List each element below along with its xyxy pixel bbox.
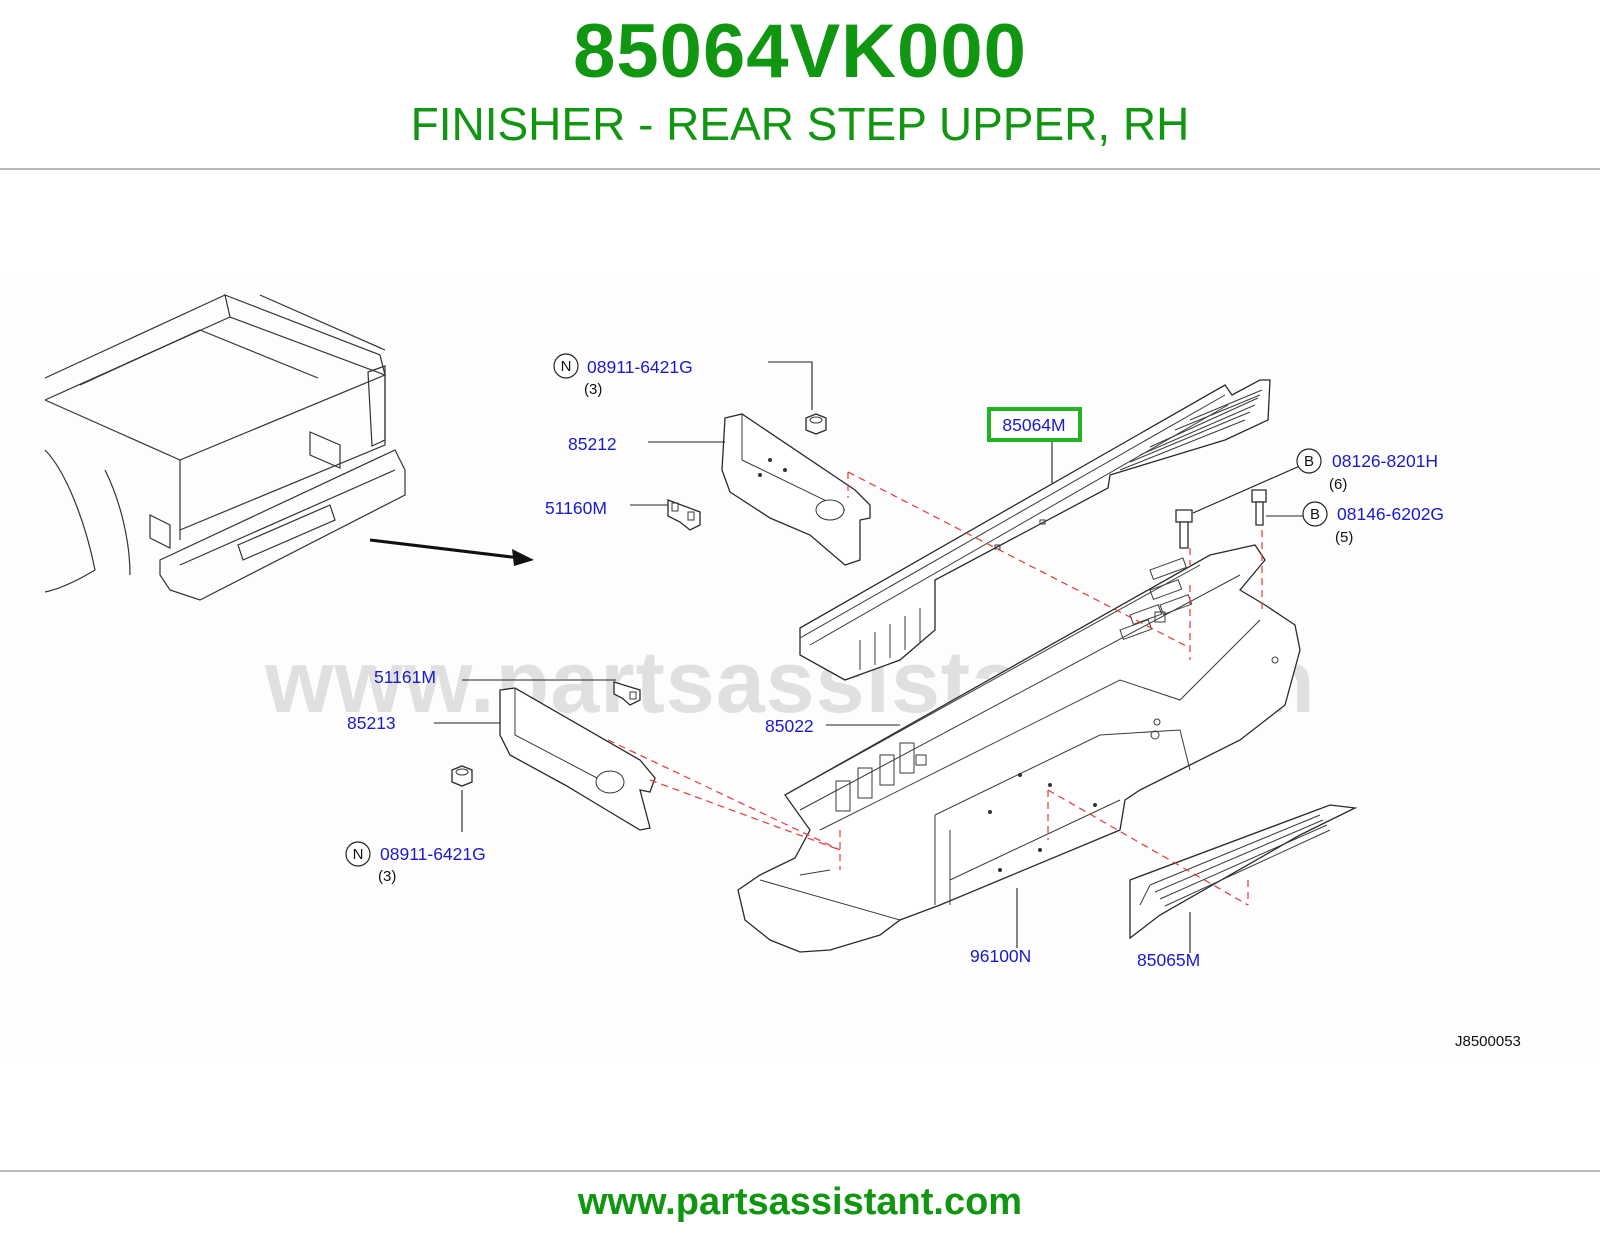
callout-code[interactable]: 08911-6421G <box>587 357 693 377</box>
bolt-08126-shape <box>1175 509 1193 549</box>
callout-bolt-b-5[interactable]: B 08146-6202G (5) <box>1302 501 1444 546</box>
callout-85064m-highlighted[interactable]: 85064M <box>987 407 1082 442</box>
highlight-box <box>987 407 1082 442</box>
callout-code[interactable]: 08911-6421G <box>380 844 486 864</box>
direction-arrow <box>369 538 534 566</box>
callout-85065m[interactable]: 85065M <box>1137 950 1200 970</box>
b-circle-icon <box>1302 501 1328 527</box>
finisher-85065m-shape <box>1129 804 1358 940</box>
leader-lines <box>434 361 1303 953</box>
callout-qty: (6) <box>1329 476 1347 493</box>
nut-top-shape <box>805 413 827 435</box>
callout-bolt-n-bottom[interactable]: N 08911-6421G (3) <box>345 841 486 885</box>
diagram-code: J8500053 <box>1455 1033 1521 1050</box>
bracket-85213-shape <box>499 687 656 831</box>
callout-85022[interactable]: 85022 <box>765 716 814 736</box>
bracket-85212-shape <box>721 413 871 566</box>
callout-51160m[interactable]: 51160M <box>545 498 607 518</box>
nut-bottom-shape <box>451 765 473 787</box>
footer-website-link[interactable]: www.partsassistant.com <box>577 1181 1023 1223</box>
callout-85213[interactable]: 85213 <box>347 713 396 733</box>
b-circle-icon <box>1296 448 1322 474</box>
bolt-08146-shape <box>1251 489 1267 526</box>
callout-prefix: N <box>353 846 364 863</box>
callout-85064m[interactable]: 85064M <box>1002 415 1065 435</box>
callout-bolt-b-6[interactable]: B 08126-8201H (6) <box>1296 448 1438 493</box>
assembly-dashed-lines <box>607 471 1263 906</box>
clip-51160m-shape <box>667 499 701 531</box>
page-header: 85064VK000 FINISHER - REAR STEP UPPER, R… <box>0 0 1600 170</box>
n-circle-icon <box>553 353 579 379</box>
rear-step-85022-shape <box>737 544 1301 953</box>
clip-51161m-shape <box>613 681 641 706</box>
n-circle-icon <box>345 841 371 867</box>
callout-qty: (3) <box>584 381 602 398</box>
finisher-85064m-shape <box>799 379 1271 681</box>
callout-qty: (3) <box>378 868 396 885</box>
truck-rear-illustration <box>44 294 406 601</box>
footer-divider <box>0 1170 1600 1172</box>
callout-85212[interactable]: 85212 <box>568 434 617 454</box>
callout-51161m[interactable]: 51161M <box>374 667 436 687</box>
callout-prefix: B <box>1304 453 1314 470</box>
callout-code[interactable]: 08126-8201H <box>1332 451 1438 471</box>
header-divider <box>0 168 1600 170</box>
callout-qty: (5) <box>1335 529 1353 546</box>
callout-prefix: N <box>561 358 572 375</box>
callout-bolt-n-top[interactable]: N 08911-6421G (3) <box>553 353 693 398</box>
part-name-subtitle: FINISHER - REAR STEP UPPER, RH <box>410 98 1190 150</box>
callout-code[interactable]: 08146-6202G <box>1337 504 1444 524</box>
callout-prefix: B <box>1310 506 1320 523</box>
callout-96100n[interactable]: 96100N <box>970 946 1031 966</box>
part-number-title: 85064VK000 <box>573 9 1027 94</box>
